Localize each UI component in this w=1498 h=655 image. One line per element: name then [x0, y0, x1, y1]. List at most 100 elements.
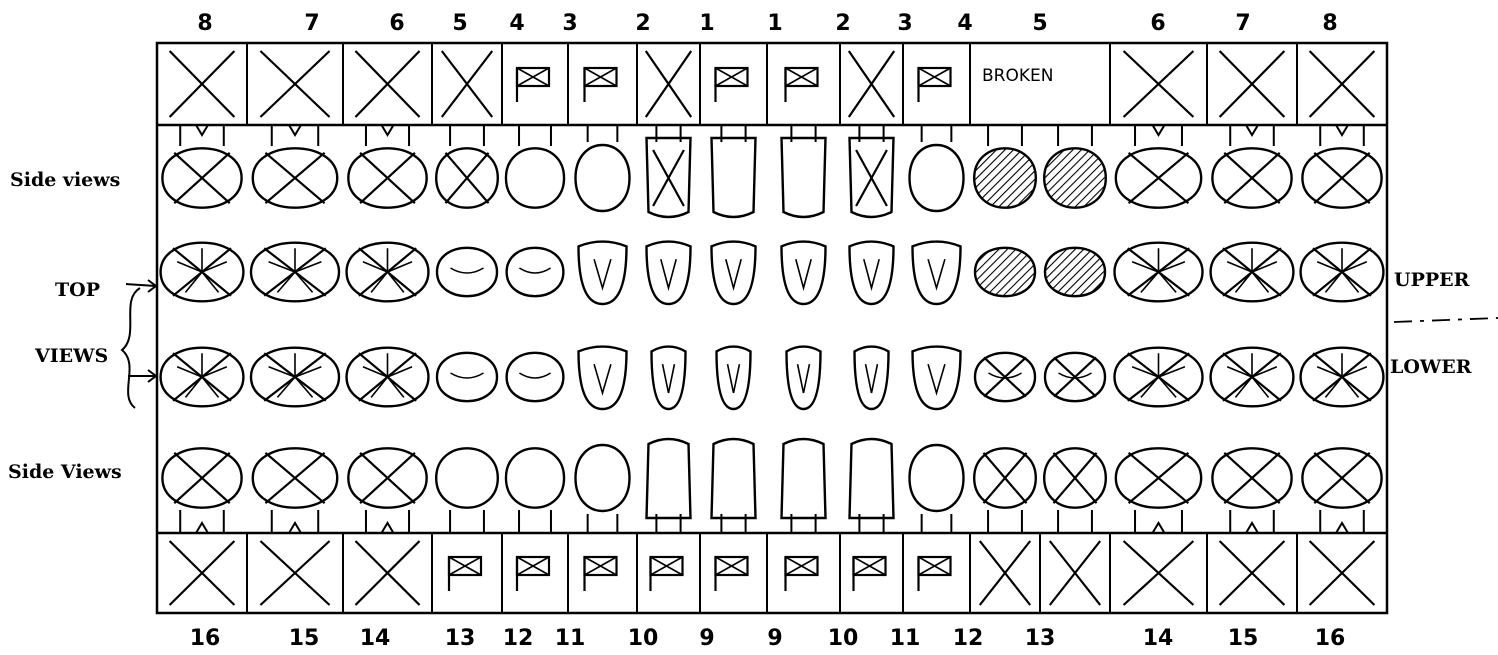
- jaw-divider-dashes: [1394, 318, 1498, 322]
- tooth-top-view: [913, 347, 961, 409]
- tooth-top-view: [507, 248, 564, 296]
- tooth-roots: [366, 125, 409, 146]
- lower-tooth-number: 16: [190, 626, 221, 651]
- views-bracket: [122, 288, 140, 408]
- upper-tooth-number: 1: [699, 11, 714, 36]
- lower-tooth-number: 14: [1143, 626, 1174, 651]
- lower-tooth-number: 13: [445, 626, 476, 651]
- tooth-top-view: [1211, 243, 1294, 302]
- lower-tooth-number: 9: [767, 626, 782, 651]
- tooth-roots: [1058, 510, 1092, 533]
- tooth-roots: [272, 510, 318, 533]
- tooth-roots: [988, 510, 1022, 533]
- tooth-outline: [647, 242, 691, 304]
- tooth-side-view: [1116, 448, 1201, 533]
- lower-side-views-row: [162, 439, 1381, 533]
- tooth-side-view: [850, 125, 894, 217]
- tooth-roots: [1135, 125, 1182, 146]
- tooth-roots: [1058, 125, 1092, 146]
- lower-label: LOWER: [1390, 356, 1472, 378]
- tooth-crown: [782, 439, 826, 518]
- tooth-top-view: [437, 248, 497, 296]
- upper-flag-mark: [786, 68, 818, 102]
- tooth-roots: [988, 125, 1022, 146]
- lower-flag-mark: [716, 557, 748, 591]
- upper-x-mark: [849, 51, 894, 117]
- tooth-outline: [1045, 248, 1105, 296]
- upper-tooth-number: 3: [562, 11, 577, 36]
- tooth-outline: [913, 242, 961, 304]
- tooth-outline: [787, 347, 821, 409]
- upper-side-views-row: [162, 125, 1381, 217]
- tooth-roots: [272, 125, 318, 146]
- upper-tooth-number: 6: [389, 11, 404, 36]
- tooth-side-view: [506, 448, 564, 533]
- tooth-top-view: [975, 353, 1035, 401]
- tooth-top-view: [787, 347, 821, 409]
- upper-tooth-number: 3: [897, 11, 912, 36]
- tooth-top-view: [437, 353, 497, 401]
- upper-tooth-number: 8: [1322, 11, 1337, 36]
- tooth-top-view: [1211, 348, 1294, 407]
- chart-frame: [157, 43, 1387, 613]
- upper-flag-mark: [585, 68, 617, 102]
- tooth-top-view: [251, 243, 339, 302]
- tooth-side-view: [162, 125, 241, 208]
- tooth-top-view: [850, 242, 894, 304]
- tooth-side-view: [1302, 448, 1381, 533]
- lower-x-mark: [355, 541, 419, 605]
- tooth-top-view: [507, 353, 564, 401]
- lower-flag-mark: [585, 557, 617, 591]
- tooth-roots: [450, 510, 484, 533]
- upper-x-mark: [355, 51, 419, 117]
- tooth-side-view: [1302, 125, 1381, 208]
- lower-flag-mark: [449, 557, 481, 591]
- lower-marker-boxes: [170, 533, 1375, 613]
- upper-tooth-number: 5: [1032, 11, 1047, 36]
- lower-x-mark: [1050, 541, 1100, 605]
- views-arrow: [128, 370, 156, 382]
- tooth-top-view: [1045, 248, 1105, 296]
- tooth-top-view: [652, 347, 686, 409]
- tooth-outline: [579, 242, 627, 304]
- tooth-roots: [180, 510, 224, 533]
- side-views-lower-label: Side Views: [8, 461, 122, 483]
- lower-tooth-number: 13: [1025, 626, 1056, 651]
- tooth-side-view: [1212, 448, 1291, 533]
- lower-x-mark: [1310, 541, 1375, 605]
- tooth-crown: [506, 148, 564, 207]
- tooth-crown: [712, 439, 756, 518]
- tooth-side-view: [253, 125, 337, 208]
- tooth-top-view: [1301, 348, 1384, 407]
- upper-x-mark: [1124, 51, 1194, 117]
- lower-x-mark: [170, 541, 235, 605]
- tooth-roots: [922, 125, 952, 142]
- tooth-side-view: [647, 439, 691, 533]
- tooth-outline: [507, 248, 564, 296]
- tooth-side-view: [348, 448, 426, 533]
- tooth-side-view: [910, 445, 964, 533]
- tooth-outline: [507, 353, 564, 401]
- tooth-side-view: [910, 125, 964, 211]
- upper-flag-mark: [716, 68, 748, 102]
- tooth-roots: [519, 510, 551, 533]
- upper-x-mark: [170, 51, 235, 117]
- tooth-outline: [717, 347, 751, 409]
- tooth-outline: [712, 242, 756, 304]
- tooth-top-view: [579, 242, 627, 304]
- tooth-side-view: [576, 445, 630, 533]
- lower-tooth-number: 12: [953, 626, 984, 651]
- tooth-side-view: [162, 448, 241, 533]
- lower-flag-mark: [854, 557, 886, 591]
- side-views-upper-label: Side views: [10, 169, 120, 191]
- upper-tooth-number: 7: [1235, 11, 1250, 36]
- lower-tooth-number: 9: [699, 626, 714, 651]
- tooth-outline: [975, 248, 1035, 296]
- lower-flag-mark: [517, 557, 549, 591]
- lower-tooth-number: 11: [890, 626, 921, 651]
- tooth-top-view: [712, 242, 756, 304]
- tooth-top-view: [913, 242, 961, 304]
- tooth-roots: [1320, 125, 1364, 146]
- lower-tooth-number: 11: [555, 626, 586, 651]
